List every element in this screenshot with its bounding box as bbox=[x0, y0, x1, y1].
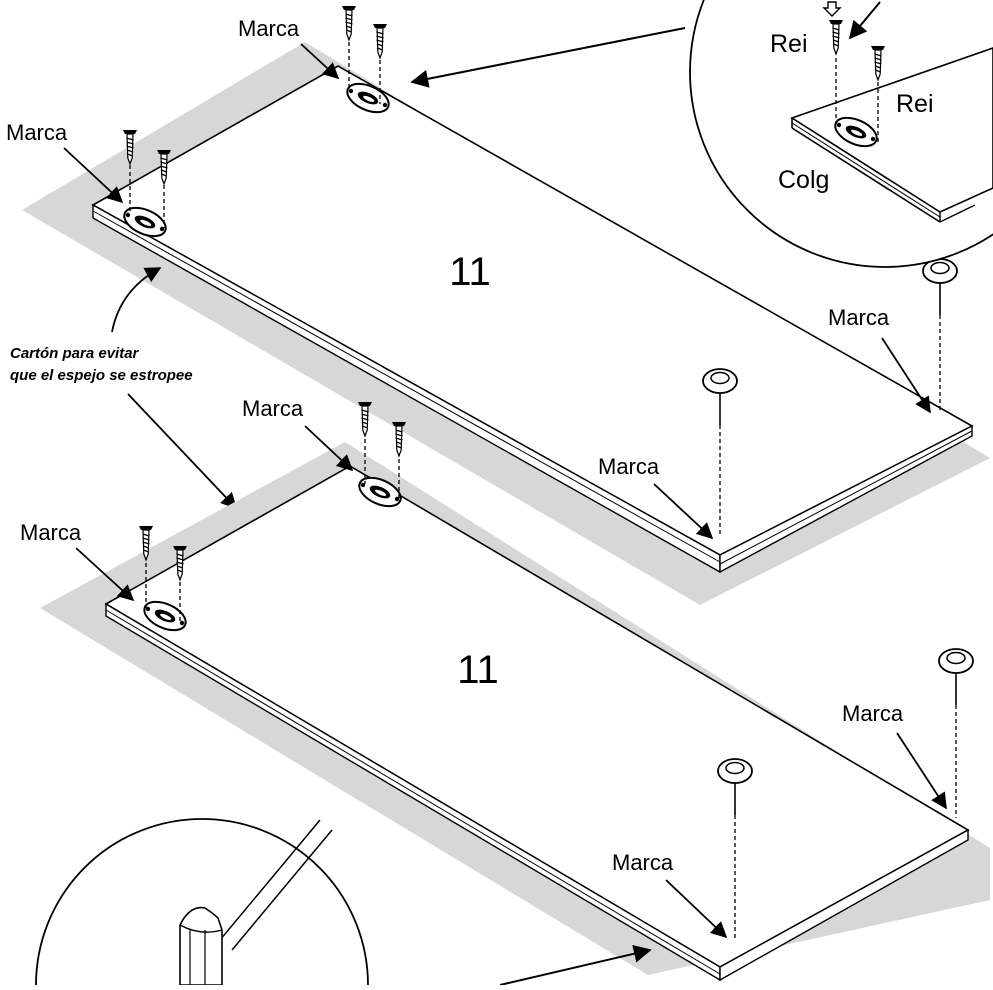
arrow-icon bbox=[111, 267, 162, 333]
panel-number: 11 bbox=[457, 648, 499, 692]
screw-label: Rei bbox=[896, 90, 934, 118]
arrow-icon bbox=[127, 393, 238, 510]
arrow-icon bbox=[848, 1, 881, 40]
mark-label: Marca bbox=[20, 520, 82, 545]
cardboard-note-line2: que el espejo se estropee bbox=[10, 367, 193, 384]
hanger-label: Colg bbox=[778, 166, 829, 194]
pin-cushion-icon bbox=[938, 648, 974, 706]
cardboard-note: Cartón para evitar que el espejo se estr… bbox=[10, 267, 238, 510]
mark-label: Marca bbox=[598, 454, 660, 479]
mark-label: Marca bbox=[828, 305, 890, 330]
board-edge-side bbox=[719, 828, 969, 982]
arrow-icon bbox=[410, 27, 686, 88]
panel-number: 11 bbox=[449, 250, 491, 294]
cardboard-note-line1: Cartón para evitar bbox=[10, 345, 140, 362]
mirror-panel-bottom: 11 Marca Marca Marca Marca bbox=[20, 396, 990, 986]
mirror-panel-top: 11 Marca Marca Marca Marca bbox=[6, 5, 990, 605]
board-edge-side bbox=[719, 424, 973, 574]
zoom-callout-bottom bbox=[35, 818, 369, 986]
screw-icon bbox=[341, 5, 357, 41]
mark-label: Marca bbox=[842, 701, 904, 726]
hammer-icon bbox=[179, 819, 333, 986]
mark-label: Marca bbox=[242, 396, 304, 421]
zoom-callout-top: Rei Rei Colg bbox=[689, 0, 993, 268]
mark-label: Marca bbox=[238, 16, 300, 41]
mark-label: Marca bbox=[6, 120, 68, 145]
screw-label: Rei bbox=[770, 30, 808, 58]
screw-icon bbox=[372, 23, 388, 59]
mark-label: Marca bbox=[612, 850, 674, 875]
arrow-icon bbox=[499, 944, 652, 986]
pin-cushion-icon bbox=[922, 258, 958, 316]
arrow-icon bbox=[822, 1, 842, 17]
